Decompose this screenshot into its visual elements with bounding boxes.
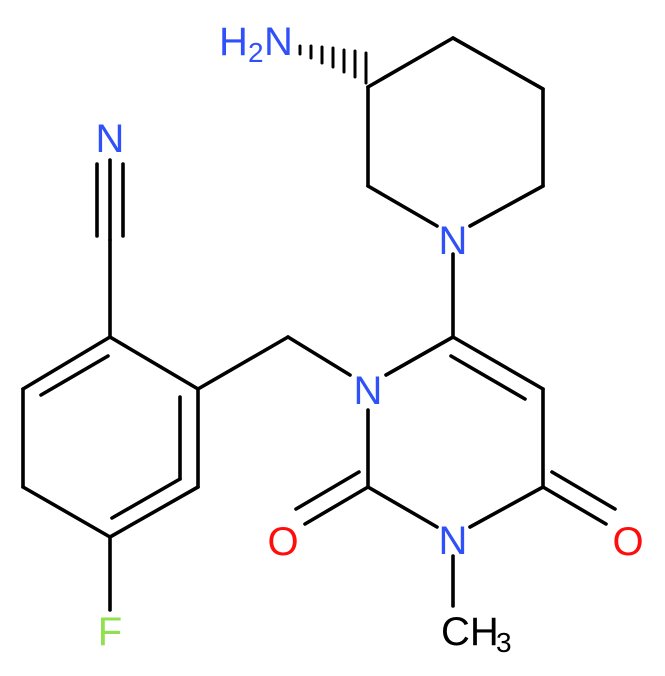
- bond: [21, 335, 112, 391]
- bond: [384, 335, 455, 377]
- amine-label: H 2 N: [219, 20, 293, 68]
- bond: [449, 354, 527, 401]
- oxygen-left-label: O: [267, 520, 298, 564]
- bond: [451, 36, 545, 91]
- bond: [366, 485, 439, 529]
- piperidine-ring: [366, 36, 545, 228]
- oxygen-right-label: O: [612, 520, 643, 564]
- bond: [303, 485, 370, 526]
- ring-n3-label: N: [439, 519, 468, 563]
- bond: [286, 335, 352, 377]
- benzene-ring: [21, 335, 200, 539]
- amine-n: N: [264, 20, 293, 64]
- bond: [541, 485, 608, 526]
- bond: [39, 354, 110, 397]
- bond: [294, 470, 361, 511]
- bond: [550, 470, 617, 511]
- bond: [21, 485, 112, 539]
- nitrile-n-label: N: [96, 117, 125, 161]
- amine-subscript: 2: [248, 37, 264, 68]
- bond: [366, 36, 455, 89]
- methyl-label: CH 3: [441, 610, 512, 658]
- fluorine-label: F: [98, 610, 122, 654]
- bond: [468, 184, 545, 228]
- piperidine-n-label: N: [439, 219, 468, 263]
- pyrimidinedione-ring: [366, 335, 545, 529]
- ring-n1-label: N: [354, 369, 383, 413]
- hashed-wedge-bond: [298, 44, 368, 85]
- bond: [108, 335, 200, 391]
- methyl-subscript: 3: [496, 627, 512, 658]
- bond: [366, 184, 439, 228]
- bond: [468, 485, 545, 529]
- bond: [451, 335, 545, 391]
- methyl-ch: CH: [441, 610, 499, 654]
- bond: [108, 485, 200, 539]
- bond: [196, 335, 290, 391]
- amine-h: H: [219, 20, 248, 64]
- bond: [110, 477, 182, 520]
